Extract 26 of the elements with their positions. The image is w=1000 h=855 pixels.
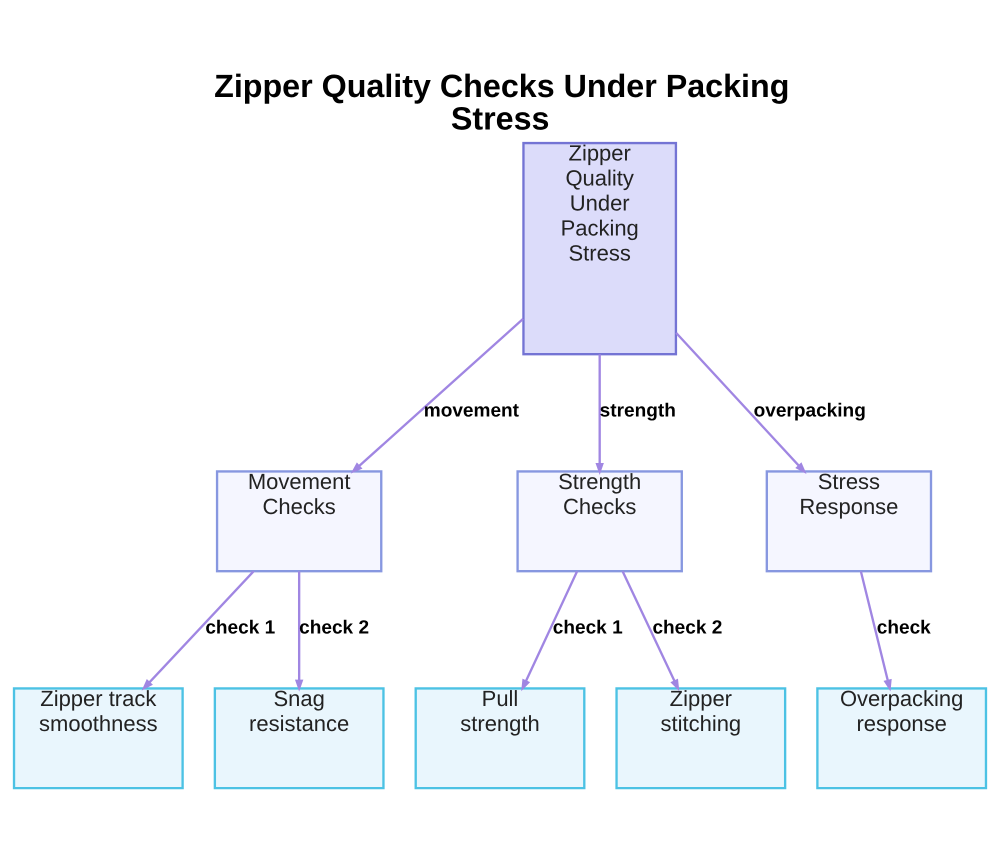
arrow — [860, 571, 892, 692]
arrow — [294, 571, 304, 692]
edge-label: check 1 — [205, 617, 276, 638]
edge-label: check — [876, 617, 931, 638]
edge-label: check 2 — [652, 617, 722, 638]
node-box: Strength Checks — [516, 470, 683, 572]
edge-label: check 1 — [552, 617, 623, 638]
edge-label: movement — [424, 400, 520, 422]
edge-label: check 2 — [299, 617, 370, 638]
node-box: Overpacking response — [816, 687, 988, 790]
node-box: Zipper track smoothness — [12, 687, 184, 790]
arrow — [521, 570, 578, 692]
arrow — [595, 354, 604, 476]
edge-label: overpacking — [754, 400, 866, 422]
node-box: Stress Response — [766, 470, 932, 572]
node-box: Zipper Quality Under Packing Stress — [522, 142, 678, 356]
arrow — [350, 318, 524, 474]
node-box: Snag resistance — [214, 687, 385, 790]
node-box: Zipper stitching — [615, 687, 786, 790]
node-box: Movement Checks — [216, 470, 382, 572]
arrow — [675, 332, 807, 474]
arrow — [622, 570, 680, 692]
arrow — [142, 570, 254, 691]
edge-label: strength — [600, 400, 676, 422]
node-box: Pull strength — [414, 687, 586, 790]
diagram-title: Zipper Quality Checks Under Packing Stress — [214, 68, 790, 136]
